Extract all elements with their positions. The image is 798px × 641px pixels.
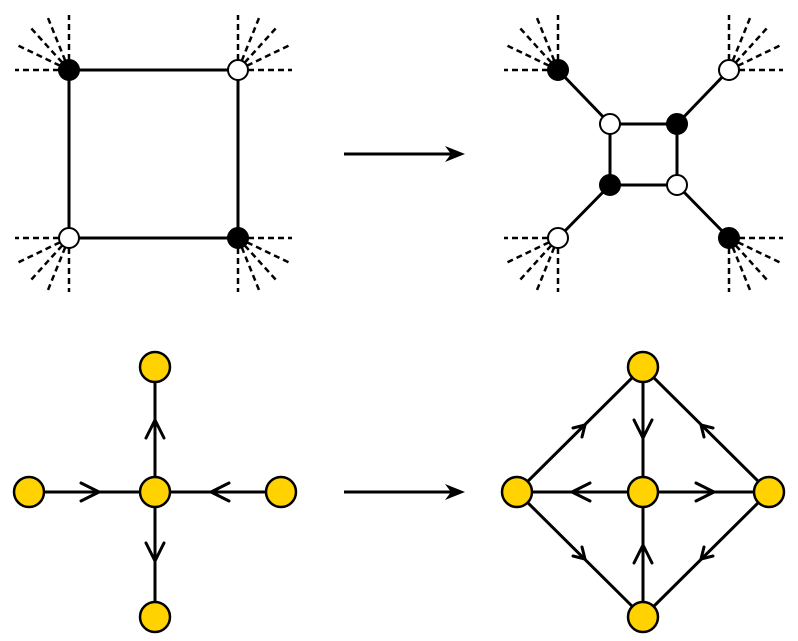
- quiver-node: [138, 475, 172, 509]
- arrowhead-icon: [571, 545, 587, 561]
- dashed-half-edges: [504, 15, 783, 292]
- quiver-node: [626, 475, 660, 509]
- arrowhead-icon: [144, 418, 166, 440]
- quiver-node: [12, 475, 46, 509]
- white-vertex: [547, 227, 569, 249]
- quiver-node: [138, 350, 172, 384]
- quiver-edges: [515, 365, 771, 619]
- arrowhead-icon: [699, 423, 715, 439]
- arrowheads: [79, 418, 231, 563]
- dashed-half-edges: [15, 15, 292, 292]
- arrowhead-icon: [144, 541, 166, 563]
- star-quiver-before: [12, 350, 298, 634]
- black-vertex: [599, 174, 621, 196]
- arrowhead-icon: [694, 481, 716, 503]
- quiver-edges: [29, 367, 281, 617]
- arrowhead-icon: [632, 543, 654, 565]
- quiver-node: [138, 600, 172, 634]
- arrowhead-icon: [79, 481, 101, 503]
- octahedron-quiver-after: [500, 350, 786, 634]
- black-vertex: [666, 113, 688, 135]
- white-vertex: [718, 59, 740, 81]
- quiver-node: [500, 475, 534, 509]
- legs: [556, 68, 731, 240]
- white-vertex: [666, 174, 688, 196]
- white-vertex: [58, 227, 80, 249]
- square-face: [67, 68, 240, 240]
- quiver-node: [264, 475, 298, 509]
- square-graph-before: [15, 15, 292, 292]
- quiver-node: [626, 350, 660, 384]
- arrowhead-icon: [571, 423, 587, 439]
- white-vertex: [227, 59, 249, 81]
- arrowhead-icon: [699, 545, 715, 561]
- arrowhead-icon: [570, 481, 592, 503]
- black-vertex: [547, 59, 569, 81]
- arrowhead-icon: [209, 481, 231, 503]
- quiver-node: [626, 600, 660, 634]
- black-vertex: [718, 227, 740, 249]
- square-graph-after: [504, 15, 783, 292]
- black-vertex: [227, 227, 249, 249]
- black-vertex: [58, 59, 80, 81]
- quiver-node: [752, 475, 786, 509]
- arrowhead-icon: [632, 418, 654, 440]
- arrowheads: [570, 418, 716, 565]
- white-vertex: [599, 113, 621, 135]
- inner-square-face: [608, 122, 679, 187]
